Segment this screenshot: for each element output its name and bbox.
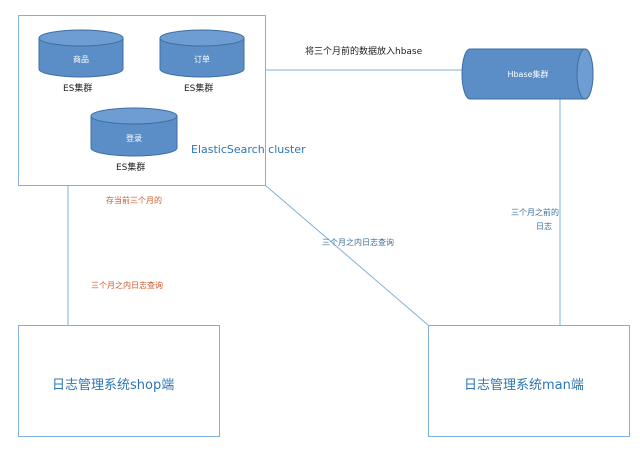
edge-label-man-query-recent: 三个月之内日志查询	[322, 238, 394, 247]
edge-label-store-recent: 存当前三个月的	[106, 196, 162, 205]
edge-label-shop-query: 三个月之内日志查询	[91, 281, 163, 290]
es-node-drum-products	[38, 29, 124, 78]
edge-label-man-query-old-line2: 日志	[536, 222, 552, 231]
es-node-drum-orders	[159, 29, 245, 78]
es-node-label-login: 登录	[126, 133, 142, 143]
es-node-caption-orders: ES集群	[184, 84, 214, 94]
shop-system-title: 日志管理系统shop端	[52, 378, 175, 393]
man-system-box: 日志管理系统man端	[428, 325, 630, 437]
es-node-caption-products: ES集群	[63, 84, 93, 94]
es-node-label-orders: 订单	[194, 54, 210, 64]
es-cluster-box: 商品 订单 登录 ES集群 ES集群 ES集群	[18, 15, 266, 186]
hbase-cluster-label: Hbase集群	[507, 69, 548, 79]
shop-system-box: 日志管理系统shop端	[18, 325, 220, 437]
man-system-title: 日志管理系统man端	[464, 378, 584, 393]
es-cluster-title: ElasticSearch cluster	[191, 143, 306, 156]
hbase-cluster-drum: Hbase集群	[461, 48, 594, 100]
es-drums: 商品 订单 登录	[38, 29, 245, 157]
edge-label-man-query-old-line1: 三个月之前的	[511, 208, 559, 217]
es-node-caption-login: ES集群	[116, 163, 146, 173]
edge-label-to-hbase: 将三个月前的数据放入hbase	[305, 47, 423, 57]
es-node-drum-login	[90, 107, 178, 157]
es-node-label-products: 商品	[73, 54, 89, 64]
edge-cluster-to-man	[264, 184, 429, 326]
